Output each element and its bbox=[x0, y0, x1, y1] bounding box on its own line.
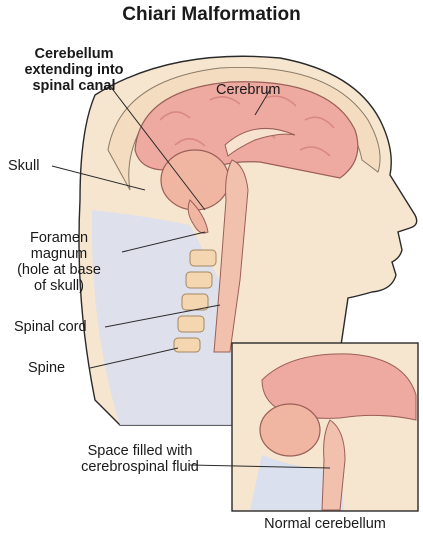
cerebrum-label: Cerebrum bbox=[216, 82, 280, 98]
csf-space-label: Space filled with cerebrospinal fluid bbox=[60, 443, 220, 475]
cerebellum-label-line1: Cerebellum bbox=[14, 46, 134, 62]
spinal-cord-label: Spinal cord bbox=[14, 319, 87, 335]
cerebellum-label-line3: spinal canal bbox=[14, 78, 134, 94]
foramen-label-line1: Foramen bbox=[4, 230, 114, 246]
foramen-magnum-label: Foramen magnum (hole at base of skull) bbox=[4, 230, 114, 294]
foramen-label-line2: magnum bbox=[4, 246, 114, 262]
csf-label-line1: Space filled with bbox=[60, 443, 220, 459]
inset-cerebellum bbox=[260, 404, 320, 456]
inset-caption: Normal cerebellum bbox=[232, 516, 418, 532]
foramen-label-line4: of skull) bbox=[4, 278, 114, 294]
cerebellum-shape bbox=[161, 150, 229, 210]
csf-label-line2: cerebrospinal fluid bbox=[60, 459, 220, 475]
cerebellum-label: Cerebellum extending into spinal canal bbox=[14, 46, 134, 94]
foramen-label-line3: (hole at base bbox=[4, 262, 114, 278]
skull-label: Skull bbox=[8, 158, 39, 174]
diagram-title: Chiari Malformation bbox=[0, 4, 423, 26]
spine-label: Spine bbox=[28, 360, 65, 376]
cerebellum-label-line2: extending into bbox=[14, 62, 134, 78]
